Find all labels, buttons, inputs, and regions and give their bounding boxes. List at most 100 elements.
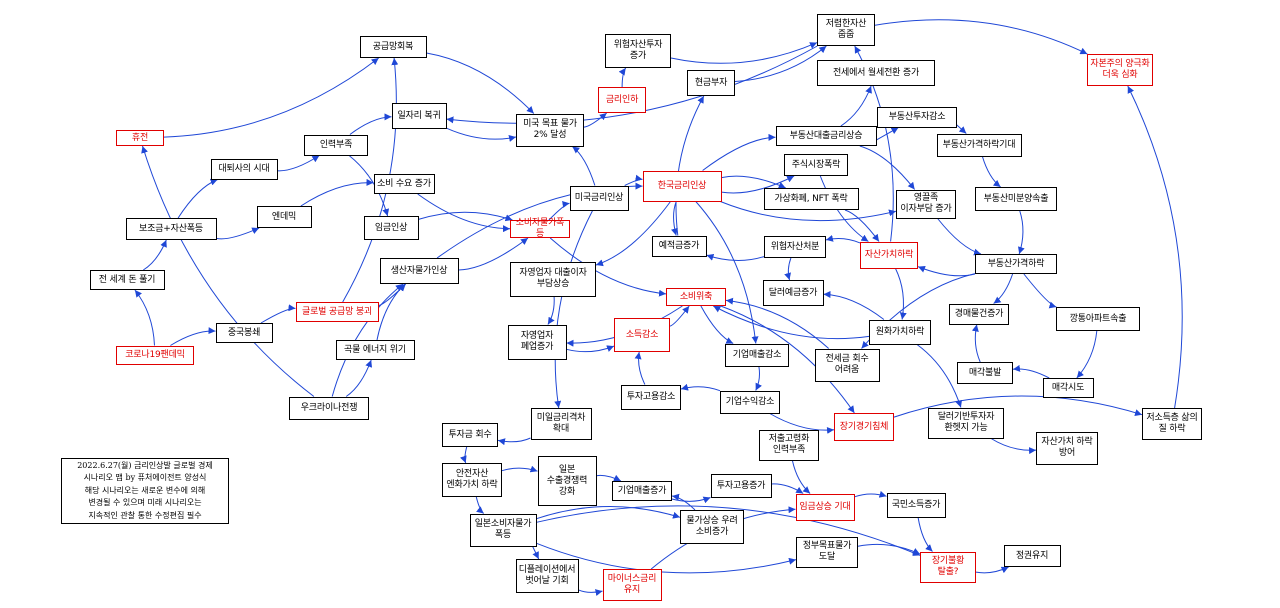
diagram-node: 장기경기침체 bbox=[834, 413, 894, 441]
diagram-node: 일자리 복귀 bbox=[391, 103, 447, 129]
diagram-arrow bbox=[549, 237, 667, 297]
diagram-node: 투자고용감소 bbox=[621, 384, 681, 410]
diagram-node: 깡통아파트속출 bbox=[1056, 307, 1140, 331]
diagram-arrow bbox=[981, 156, 1001, 188]
diagram-arrow bbox=[917, 517, 933, 552]
diagram-arrow bbox=[1023, 273, 1057, 309]
diagram-arrow bbox=[825, 234, 861, 244]
diagram-node: 생산자물가인상 bbox=[379, 258, 459, 284]
diagram-arrow bbox=[680, 383, 721, 392]
diagram-arrow bbox=[277, 155, 320, 172]
diagram-arrow bbox=[823, 290, 885, 320]
diagram-arrow bbox=[349, 113, 392, 135]
diagram-arrow bbox=[548, 201, 570, 221]
diagram-arrow bbox=[895, 268, 907, 320]
diagram-node: 소득감소 bbox=[614, 318, 670, 352]
diagram-arrow bbox=[721, 175, 795, 194]
diagram-arrow bbox=[497, 437, 531, 446]
diagram-node: 대퇴사의 시대 bbox=[210, 158, 278, 180]
diagram-node: 가상화폐, NFT 폭락 bbox=[763, 188, 859, 210]
diagram-arrow bbox=[618, 67, 627, 88]
diagram-node: 자산가치 하락 방어 bbox=[1036, 431, 1098, 465]
diagram-node: 소비 수요 증가 bbox=[373, 174, 435, 194]
diagram-arrow bbox=[446, 127, 517, 142]
diagram-node: 곡물 에너지 위기 bbox=[335, 340, 415, 360]
diagram-node: 소비위축 bbox=[666, 288, 726, 306]
diagram-arrow bbox=[141, 145, 315, 397]
diagram-node: 매각시도 bbox=[1042, 378, 1094, 398]
diagram-node: 위험자산처분 bbox=[764, 236, 826, 258]
diagram-arrow bbox=[177, 178, 218, 219]
diagram-node: 위험자산투자 증가 bbox=[605, 34, 671, 68]
diagram-arrow bbox=[755, 366, 762, 391]
diagram-node: 경매물건증가 bbox=[949, 303, 1009, 325]
diagram-arrow bbox=[721, 175, 786, 189]
diagram-node: 휴전 bbox=[116, 130, 164, 146]
diagram-node: 디플레이션에서 벗어날 기회 bbox=[515, 559, 579, 593]
diagram-arrow bbox=[378, 283, 407, 307]
diagram-node: 물가상승 우려 소비증가 bbox=[680, 510, 744, 544]
diagram-arrow bbox=[578, 589, 603, 596]
diagram-arrow bbox=[216, 227, 260, 240]
diagram-arrow bbox=[819, 175, 869, 242]
diagram-arrow bbox=[675, 95, 705, 236]
diagram-arrow bbox=[916, 344, 963, 408]
diagram-node: 부동산대출금리상승 bbox=[775, 126, 877, 146]
diagram-node: 우크라이나전쟁 bbox=[289, 396, 369, 420]
diagram-arrow bbox=[975, 566, 1009, 574]
diagram-node: 장기불황 탈출? bbox=[920, 551, 976, 583]
diagram-node: 안전자산 엔화가치 하락 bbox=[442, 463, 502, 497]
diagram-arrow bbox=[893, 395, 1143, 418]
diagram-arrow bbox=[426, 52, 535, 114]
diagram-arrow bbox=[840, 85, 872, 127]
diagram-arrow bbox=[134, 289, 155, 346]
diagram-arrow bbox=[624, 174, 643, 186]
diagram-arrow bbox=[720, 201, 897, 222]
diagram-node: 금리인하 bbox=[598, 87, 646, 113]
diagram-arrow bbox=[1076, 330, 1098, 379]
diagram-arrow bbox=[937, 218, 982, 256]
diagram-arrow bbox=[771, 483, 804, 494]
diagram-arrow bbox=[1017, 210, 1025, 255]
diagram-arrow bbox=[595, 201, 671, 267]
diagram-arrow bbox=[566, 345, 615, 353]
diagram-node: 자영업자 대출이자 부담상승 bbox=[510, 261, 596, 297]
diagram-node: 임금상승 기대 bbox=[795, 493, 855, 521]
diagram-node: 보조금+자산폭등 bbox=[125, 218, 217, 240]
diagram-arrow bbox=[713, 305, 870, 340]
diagram-arrow bbox=[300, 178, 374, 207]
diagram-arrow bbox=[536, 506, 681, 520]
diagram-node: 미국금리인상 bbox=[569, 185, 629, 211]
diagram-node: 기업매출증가 bbox=[612, 481, 672, 501]
diagram-arrow bbox=[143, 239, 167, 271]
diagram-arrow bbox=[501, 465, 538, 473]
diagram-node: 달러예금증가 bbox=[762, 280, 824, 306]
diagram-node: 전세금 회수 어려움 bbox=[814, 348, 880, 382]
diagram-arrow bbox=[791, 460, 811, 494]
diagram-node: 중국봉쇄 bbox=[215, 323, 273, 343]
diagram-node: 정권유지 bbox=[1003, 545, 1061, 567]
diagram-arrow bbox=[554, 210, 594, 409]
diagram-arrow bbox=[720, 305, 855, 414]
diagram-arrow bbox=[859, 145, 916, 190]
diagram-node: 전세에서 월세전환 증가 bbox=[817, 60, 935, 86]
diagram-node: 한국금리인상 bbox=[642, 170, 722, 202]
diagram-node: 임금인상 bbox=[363, 216, 419, 240]
diagram-node: 예적금증가 bbox=[651, 235, 707, 257]
diagram-node: 영끌족 이자부담 증가 bbox=[896, 189, 956, 219]
diagram-arrow bbox=[695, 201, 759, 344]
diagram-node: 미일금리격차 확대 bbox=[530, 408, 592, 440]
diagram-arrow bbox=[700, 305, 734, 344]
diagram-arrow bbox=[458, 237, 529, 271]
diagram-node: 부동산가격하락기대 bbox=[936, 133, 1022, 157]
diagram-arrow bbox=[844, 209, 880, 242]
diagram-node: 부동산가격하락 bbox=[975, 254, 1057, 274]
diagram-node: 국민소득증가 bbox=[886, 492, 946, 518]
diagram-arrow bbox=[784, 257, 792, 281]
diagram-node: 매각불발 bbox=[957, 362, 1013, 384]
diagram-arrow bbox=[418, 211, 513, 222]
diagram-arrow bbox=[170, 327, 216, 346]
diagram-node: 코로나19팬데믹 bbox=[116, 345, 194, 365]
